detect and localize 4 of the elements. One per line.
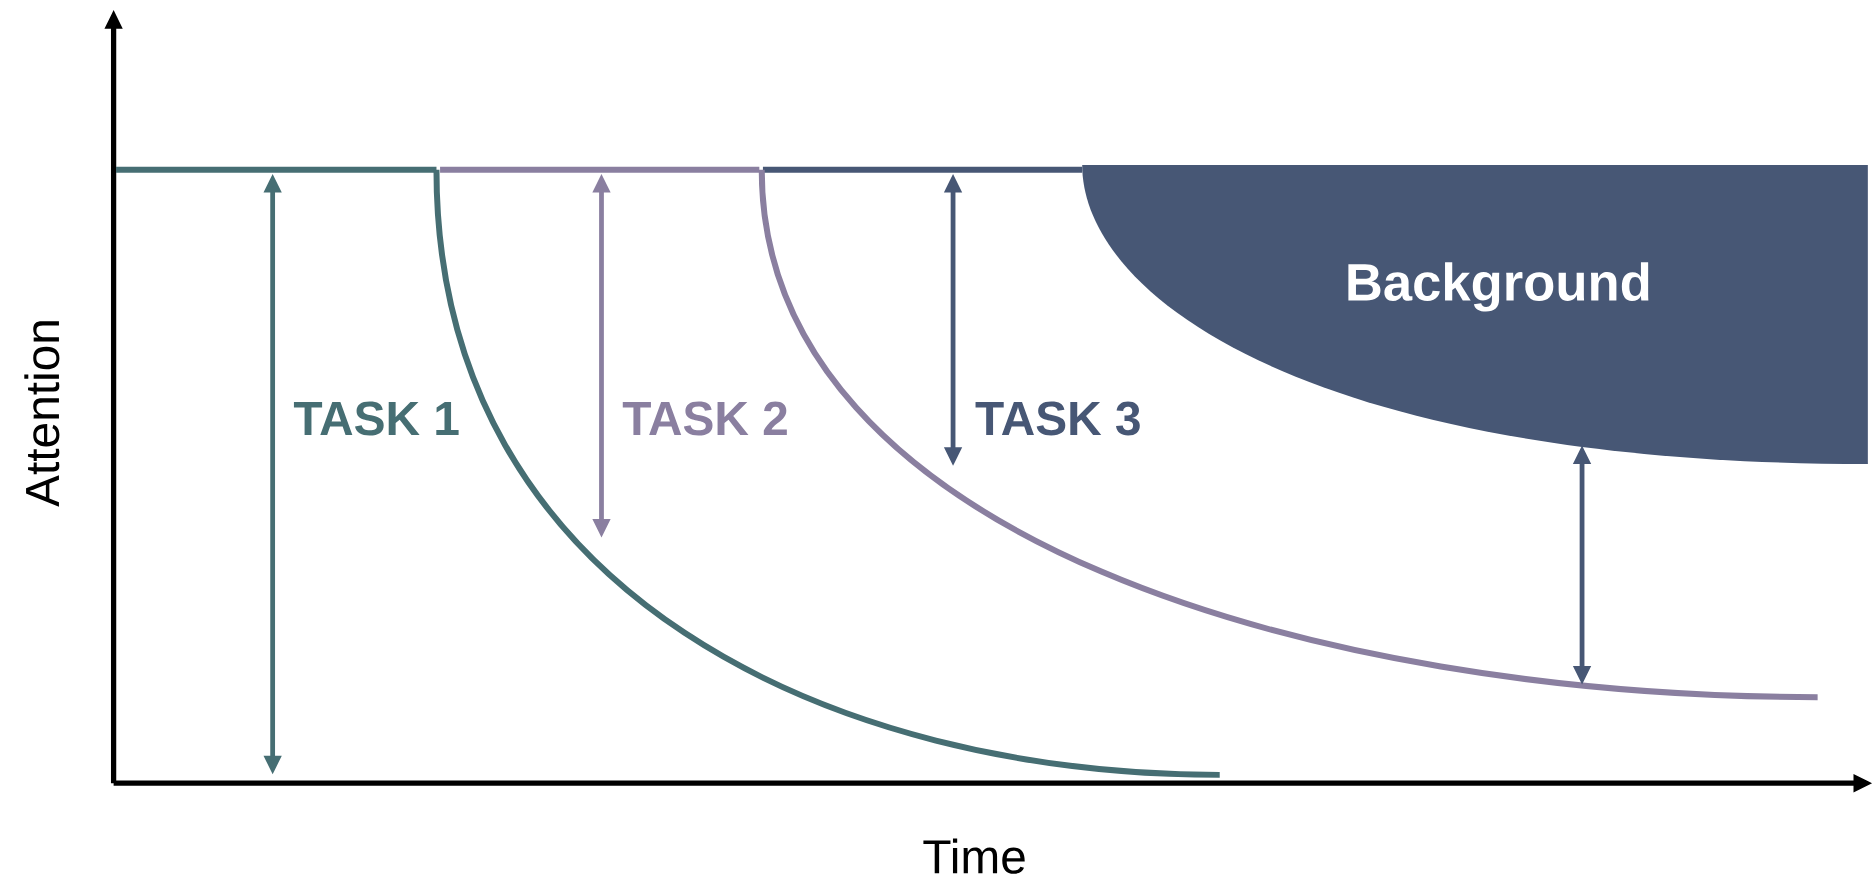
axis-label: Time: [923, 838, 1025, 874]
task-label: TASK 2: [622, 401, 787, 436]
task-label: TASK 1: [293, 401, 459, 436]
axis-label: Attention: [24, 321, 60, 507]
